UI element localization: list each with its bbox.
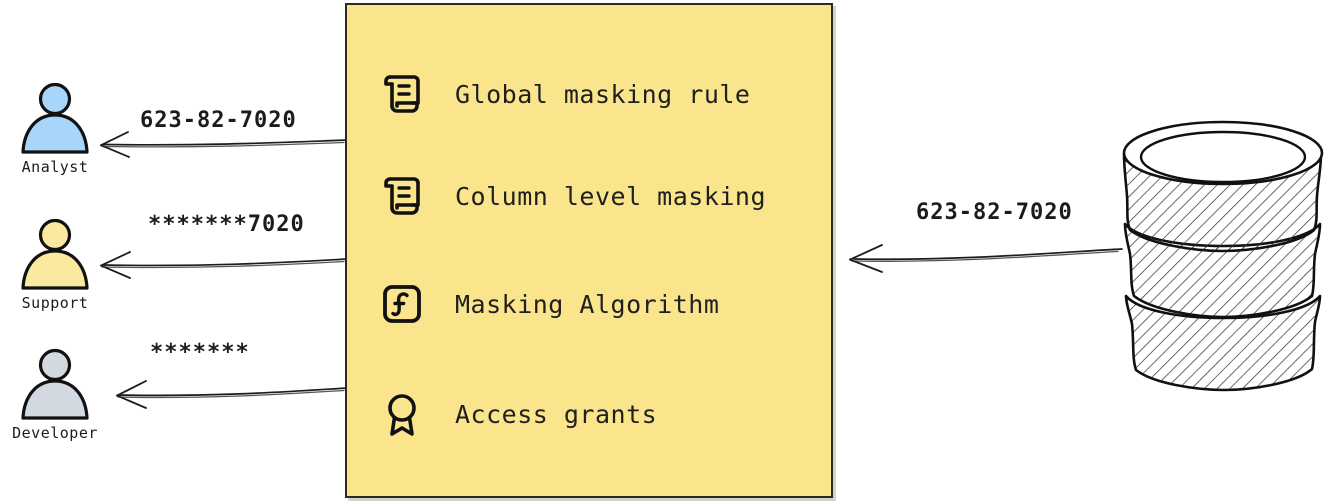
actor-label: Support: [21, 294, 89, 312]
policy-label: Access grants: [455, 399, 658, 429]
policy-label: Global masking rule: [455, 79, 751, 109]
actor-label: Developer: [12, 424, 98, 442]
arrow-label-developer: *******: [150, 340, 250, 365]
arrow-from-database: [842, 240, 1124, 276]
person-icon: [21, 82, 89, 154]
actor-label: Analyst: [21, 158, 89, 176]
arrow-label-database: 623-82-7020: [916, 200, 1073, 225]
arrow-label-support: *******7020: [148, 212, 305, 237]
award-ribbon-icon: [375, 387, 429, 441]
arrow-to-support: [92, 248, 350, 282]
policy-row[interactable]: Access grants: [375, 387, 825, 441]
arrow-to-developer: [108, 378, 350, 412]
person-icon: [21, 218, 89, 290]
policy-label: Masking Algorithm: [455, 289, 720, 319]
scroll-document-icon: [375, 169, 429, 223]
policy-panel: Global masking rule Column level masking: [345, 3, 833, 498]
arrow-to-analyst: [92, 128, 350, 162]
database-cylinder-icon[interactable]: [1118, 118, 1328, 398]
policy-row[interactable]: Masking Algorithm: [375, 277, 825, 331]
person-icon: [21, 348, 89, 420]
policy-row[interactable]: Column level masking: [375, 169, 825, 223]
policy-row[interactable]: Global masking rule: [375, 67, 825, 121]
scroll-document-icon: [375, 67, 429, 121]
actor-analyst[interactable]: Analyst: [0, 82, 110, 176]
policy-label: Column level masking: [455, 181, 767, 211]
actor-support[interactable]: Support: [0, 218, 110, 312]
function-box-icon: [375, 277, 429, 331]
actor-developer[interactable]: Developer: [0, 348, 110, 442]
arrow-label-analyst: 623-82-7020: [140, 108, 297, 133]
